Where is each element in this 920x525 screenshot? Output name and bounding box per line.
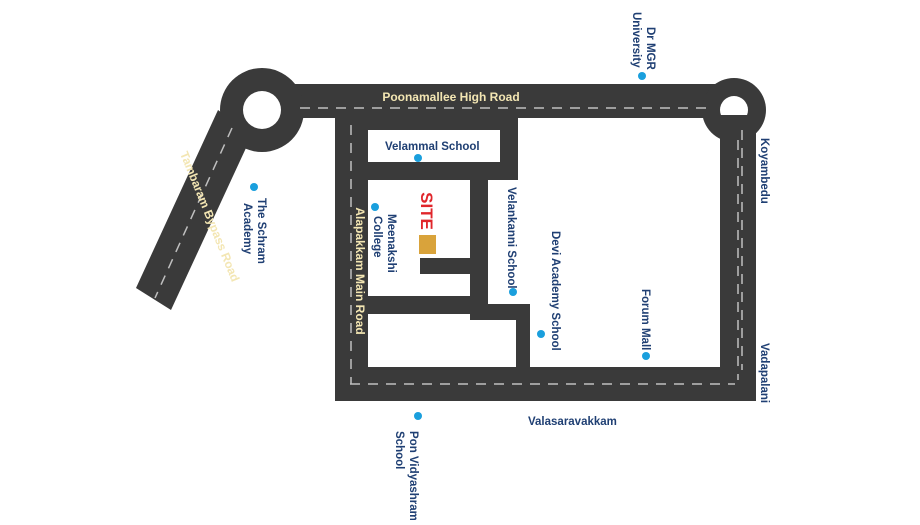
- marker-dr-mgr: [638, 72, 646, 80]
- place-label-meenakshi-1: Meenakshi: [385, 214, 397, 273]
- street-top-inner: [368, 112, 518, 130]
- place-label-dr-mgr-1: Dr MGR: [644, 27, 656, 71]
- street-lower-horizontal: [368, 296, 488, 314]
- marker-velammal: [414, 154, 422, 162]
- street-velankanni: [470, 162, 488, 307]
- place-label-devi: Devi Academy School: [549, 231, 561, 351]
- place-label-vadapalani: Vadapalani: [758, 343, 770, 403]
- location-markers: [250, 72, 650, 420]
- street-lower-link: [470, 304, 530, 320]
- road-label-alapakkam: Alapakkam Main Road: [353, 207, 367, 334]
- marker-pon: [414, 412, 422, 420]
- place-label-pon-1: Pon Vidyashram: [407, 431, 419, 520]
- road-label-poonamallee: Poonamallee High Road: [382, 90, 519, 104]
- street-stub: [420, 258, 470, 274]
- marker-schram: [250, 183, 258, 191]
- street-velammal-east: [500, 112, 518, 177]
- place-label-forum: Forum Mall: [639, 289, 651, 350]
- place-label-meenakshi-2: College: [371, 216, 383, 258]
- place-label-schram-1: The Schram: [255, 198, 267, 264]
- marker-forum: [642, 352, 650, 360]
- site-marker-block: [419, 235, 436, 254]
- marker-devi: [537, 330, 545, 338]
- lane-tambaram: [154, 127, 233, 299]
- roundabout-left-center: [243, 91, 281, 129]
- place-label-dr-mgr-2: University: [630, 12, 642, 68]
- marker-velankanni: [509, 288, 517, 296]
- lane-markings: [154, 107, 743, 385]
- place-label-schram-2: Academy: [241, 203, 253, 255]
- site-label: SITE: [417, 192, 436, 230]
- place-label-pon-2: School: [393, 431, 405, 469]
- place-label-valasaravakkam: Valasaravakkam: [528, 416, 617, 428]
- place-label-velankanni: Velankanni School: [505, 187, 517, 289]
- place-label-velammal: Velammal School: [385, 141, 480, 153]
- marker-meenakshi: [371, 203, 379, 211]
- road-network: [136, 68, 766, 401]
- street-devi: [516, 304, 530, 370]
- road-tambaram: [136, 110, 252, 310]
- street-mid-horizontal: [368, 162, 518, 180]
- place-label-koyambedu: Koyambedu: [758, 138, 770, 204]
